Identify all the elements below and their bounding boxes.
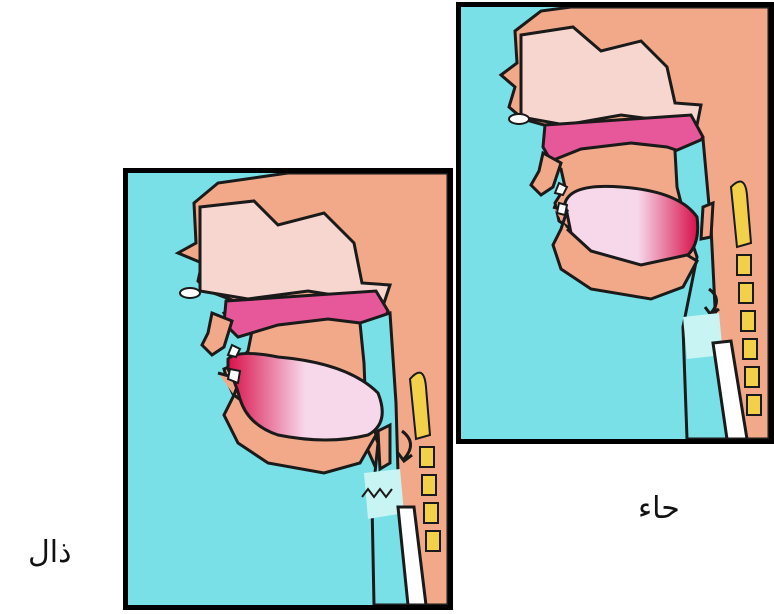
nostril [509, 114, 529, 124]
epiglottis-icon [378, 425, 390, 469]
vocal-tract-diagram-dhal [128, 173, 448, 605]
diagram-panel-dhal [123, 168, 453, 610]
caption-dhal: ذال [28, 538, 72, 568]
vocal-tract-diagram-haa [461, 7, 769, 439]
nostril [180, 288, 200, 298]
upper-lip [202, 313, 232, 355]
caption-haa: حاء [638, 494, 680, 524]
lower-teeth [557, 203, 567, 215]
epiglottis-icon [701, 203, 713, 239]
diagram-panel-haa [456, 2, 774, 444]
